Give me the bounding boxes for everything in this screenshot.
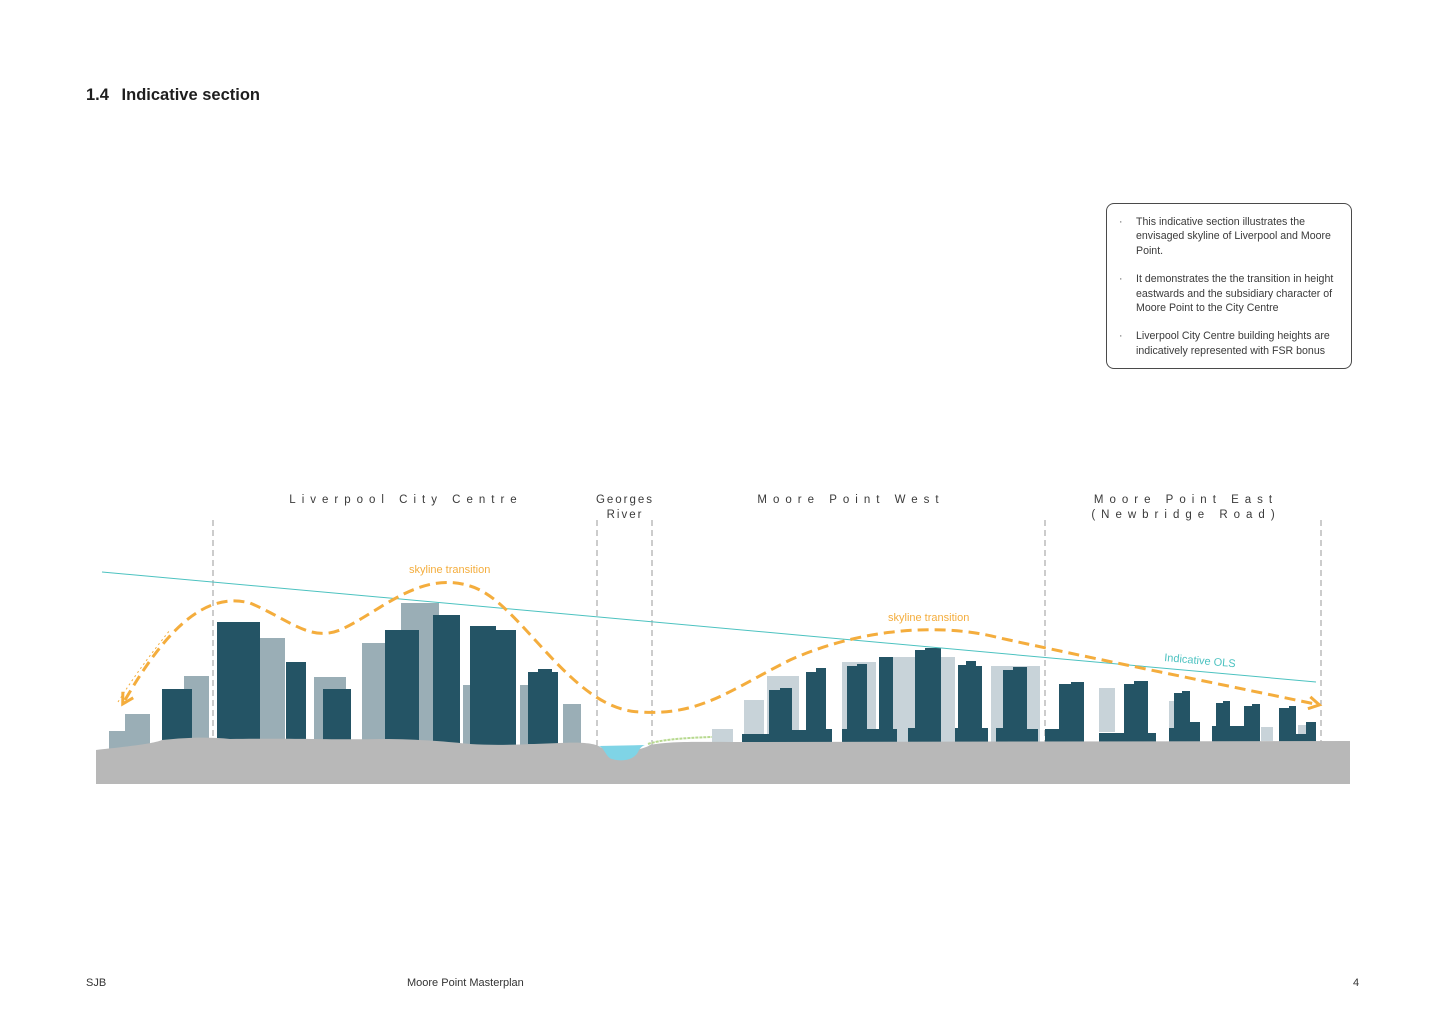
- building: [109, 731, 129, 749]
- building: [955, 661, 988, 742]
- section-heading: Indicative section: [121, 86, 260, 104]
- building: [385, 630, 419, 743]
- building: [470, 626, 516, 745]
- footer-company: SJB: [86, 977, 107, 989]
- footer-document-title: Moore Point Masterplan: [407, 977, 524, 989]
- building: [842, 664, 897, 742]
- building: [712, 729, 733, 742]
- note-text: This indicative section illustrates the …: [1136, 216, 1331, 257]
- building: [258, 638, 285, 742]
- building: [362, 643, 386, 742]
- section-number: 1.4: [86, 86, 109, 104]
- note-text: Liverpool City Centre building heights a…: [1136, 330, 1330, 357]
- zone-label-georges-2: River: [607, 509, 644, 521]
- building: [879, 657, 893, 742]
- building: [1169, 701, 1176, 728]
- building: [1261, 727, 1273, 741]
- building: [433, 615, 460, 743]
- skyline-transition-label: skyline transition: [888, 612, 969, 624]
- page-number: 4: [1353, 977, 1360, 989]
- bullet-icon: ·: [1119, 330, 1123, 343]
- skyline-transition-curve: [121, 580, 1323, 714]
- building: [563, 704, 581, 744]
- zone-label-moore-point-east-1: Moore Point East: [1094, 494, 1278, 506]
- bullet-icon: ·: [1119, 216, 1123, 228]
- zone-label-liverpool: Liverpool City Centre: [289, 494, 522, 506]
- building: [1027, 684, 1040, 729]
- zone-label-moore-point-west: Moore Point West: [757, 494, 944, 506]
- riverbank-vegetation: [647, 736, 713, 745]
- georges-river: [598, 745, 645, 761]
- building: [1099, 688, 1115, 732]
- building: [162, 689, 192, 742]
- indicative-ols-line: [101, 571, 1317, 683]
- building: [217, 622, 260, 742]
- note-item: · Liverpool City Centre building heights …: [1119, 329, 1341, 358]
- zone-label-moore-point-east-2: (Newbridge Road): [1091, 509, 1280, 521]
- building: [1298, 725, 1308, 737]
- skyline-transition-label: skyline transition: [409, 564, 490, 576]
- note-item: · This indicative section illustrates the…: [1119, 215, 1341, 258]
- ground-profile: [96, 737, 1350, 784]
- bullet-icon: ·: [1119, 273, 1123, 286]
- note-text: It demonstrates the the transition in he…: [1136, 273, 1334, 315]
- moore-point-west-buildings: [712, 648, 1040, 742]
- zone-label-georges-1: Georges: [596, 494, 654, 506]
- building: [528, 669, 558, 744]
- note-item: · It demonstrates the the transition in h…: [1119, 272, 1341, 315]
- building: [1279, 706, 1316, 742]
- building: [125, 714, 150, 748]
- building: [323, 689, 351, 742]
- building: [1212, 701, 1260, 742]
- building: [286, 662, 306, 742]
- moore-point-east-buildings: [1045, 681, 1316, 742]
- ols-label: Indicative OLS: [1164, 652, 1236, 670]
- notes-box: · This indicative section illustrates the…: [1106, 203, 1352, 370]
- section-title: 1.4 Indicative section: [86, 86, 260, 105]
- building: [744, 700, 764, 742]
- building: [1045, 682, 1084, 742]
